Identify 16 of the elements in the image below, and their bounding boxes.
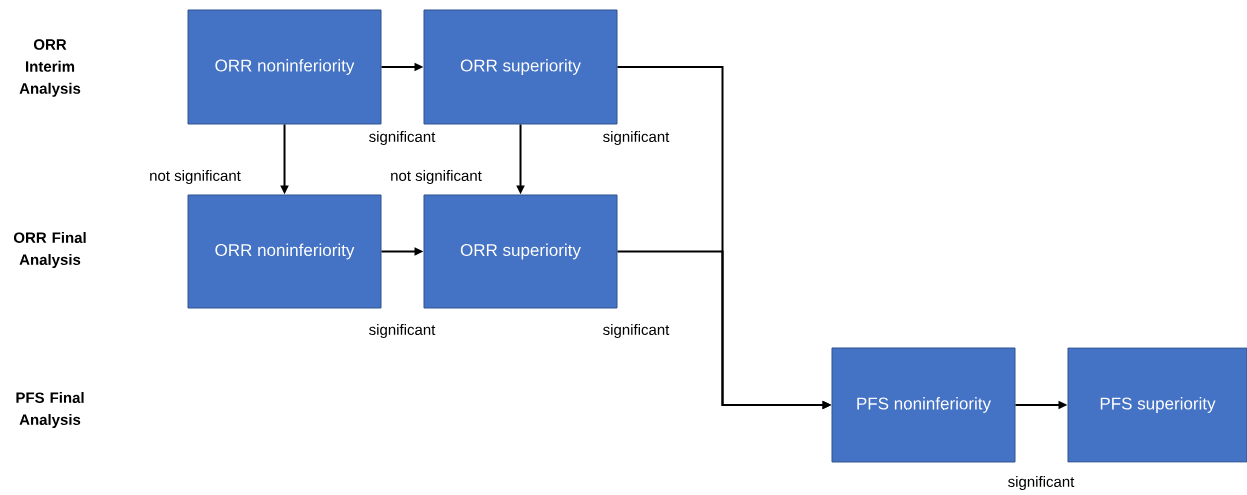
row-label: PFS Final Analysis bbox=[16, 392, 84, 428]
edge-label: significant bbox=[1006, 475, 1076, 491]
process-box: ORR superiority bbox=[423, 9, 618, 125]
process-box: ORR superiority bbox=[423, 194, 618, 309]
edge-label: significant bbox=[601, 323, 671, 339]
edge-label: significant bbox=[367, 130, 437, 146]
row-label: ORR Final Analysis bbox=[13, 232, 86, 268]
row-label: ORR Interim Analysis bbox=[19, 39, 81, 97]
edge-label: not significant bbox=[148, 169, 242, 185]
edge-label: not significant bbox=[389, 169, 483, 185]
process-box: ORR noninferiority bbox=[187, 9, 382, 125]
edge-label: significant bbox=[367, 323, 437, 339]
process-box: PFS superiority bbox=[1067, 347, 1247, 463]
edge-label: significant bbox=[601, 130, 671, 146]
process-box: ORR noninferiority bbox=[187, 194, 382, 309]
process-box: PFS noninferiority bbox=[831, 347, 1016, 463]
